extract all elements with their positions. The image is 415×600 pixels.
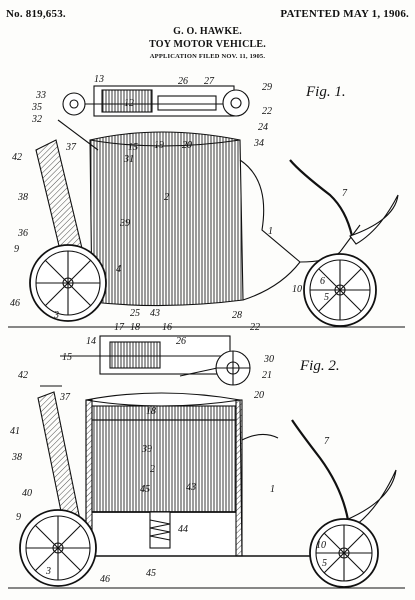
inventor-name: G. O. HAWKE. — [173, 26, 242, 37]
ref-numeral: 3 — [53, 310, 59, 321]
ref-numeral: 45 — [140, 484, 150, 495]
ref-numeral: 31 — [123, 154, 134, 165]
ref-numeral: 28 — [232, 310, 242, 321]
ref-numeral: 1 — [270, 484, 275, 495]
ref-numeral: 19 — [154, 140, 164, 151]
ref-numeral: 43 — [150, 308, 160, 319]
ref-numeral: 46 — [100, 574, 110, 585]
ref-numeral: 38 — [11, 452, 22, 463]
ref-numeral: 18 — [146, 406, 156, 417]
ref-numeral: 37 — [65, 142, 77, 153]
ref-numeral: 43 — [186, 482, 196, 493]
figure-1-caption: Fig. 1. — [305, 84, 346, 100]
ref-numeral: 37 — [59, 392, 71, 403]
ref-numeral: 35 — [31, 102, 42, 113]
ref-numeral: 9 — [16, 512, 21, 523]
ref-numeral: 40 — [22, 488, 32, 499]
ref-numeral: 15 — [128, 142, 138, 153]
ref-numeral: 25 — [130, 308, 140, 319]
ref-numeral: 22 — [250, 322, 260, 333]
ref-numeral: 34 — [253, 138, 264, 149]
ref-numeral: 6 — [320, 276, 325, 287]
ref-numeral: 46 — [10, 298, 20, 309]
ref-numeral: 44 — [178, 524, 188, 535]
ref-numeral: 32 — [31, 114, 42, 125]
ref-numeral: 42 — [12, 152, 22, 163]
ref-numeral: 41 — [10, 426, 20, 437]
ref-numeral: 27 — [204, 76, 215, 87]
ref-numeral: 17 — [114, 322, 125, 333]
ref-numeral: 42 — [18, 370, 28, 381]
figure-1-drawing — [8, 85, 405, 328]
figure-2-reference-numerals: 25 43 16 17 18 28 22 14 15 26 30 42 21 2… — [10, 308, 330, 585]
ref-numeral: 26 — [178, 76, 188, 87]
ref-numeral: 7 — [324, 436, 330, 447]
ref-numeral: 20 — [182, 140, 192, 151]
ref-numeral: 24 — [258, 122, 268, 133]
application-filed: APPLICATION FILED NOV. 11, 1905. — [149, 53, 266, 60]
figure-2-caption: Fig. 2. — [299, 358, 340, 374]
ref-numeral: 20 — [254, 390, 264, 401]
ref-numeral: 15 — [62, 352, 72, 363]
patent-number: No. 819,653. — [6, 8, 66, 20]
ref-numeral: 3 — [45, 566, 51, 577]
figure-1-reference-numerals: 13 12 26 27 29 33 35 32 22 24 34 15 19 2… — [10, 74, 348, 321]
ref-numeral: 36 — [17, 228, 28, 239]
ref-numeral: 45 — [146, 568, 156, 579]
ref-numeral: 16 — [162, 322, 172, 333]
ref-numeral: 33 — [35, 90, 46, 101]
ref-numeral: 10 — [292, 284, 302, 295]
ref-numeral: 1 — [268, 226, 273, 237]
ref-numeral: 5 — [324, 292, 329, 303]
ref-numeral: 7 — [342, 188, 348, 199]
patent-date: PATENTED MAY 1, 1906. — [280, 8, 409, 20]
ref-numeral: 4 — [116, 264, 121, 275]
ref-numeral: 29 — [262, 82, 272, 93]
ref-numeral: 38 — [17, 192, 28, 203]
ref-numeral: 22 — [262, 106, 272, 117]
ref-numeral: 10 — [316, 540, 326, 551]
ref-numeral: 39 — [119, 218, 130, 229]
ref-numeral: 26 — [176, 336, 186, 347]
ref-numeral: 9 — [14, 244, 19, 255]
ref-numeral: 14 — [86, 336, 96, 347]
ref-numeral: 2 — [150, 464, 155, 475]
patent-title: TOY MOTOR VEHICLE. — [149, 39, 266, 50]
ref-numeral: 39 — [141, 444, 152, 455]
ref-numeral: 5 — [322, 558, 327, 569]
figure-2-drawing — [8, 335, 405, 589]
ref-numeral: 12 — [124, 98, 134, 109]
ref-numeral: 18 — [130, 322, 140, 333]
ref-numeral: 21 — [262, 370, 272, 381]
ref-numeral: 30 — [263, 354, 274, 365]
ref-numeral: 13 — [94, 74, 104, 85]
ref-numeral: 2 — [164, 192, 169, 203]
